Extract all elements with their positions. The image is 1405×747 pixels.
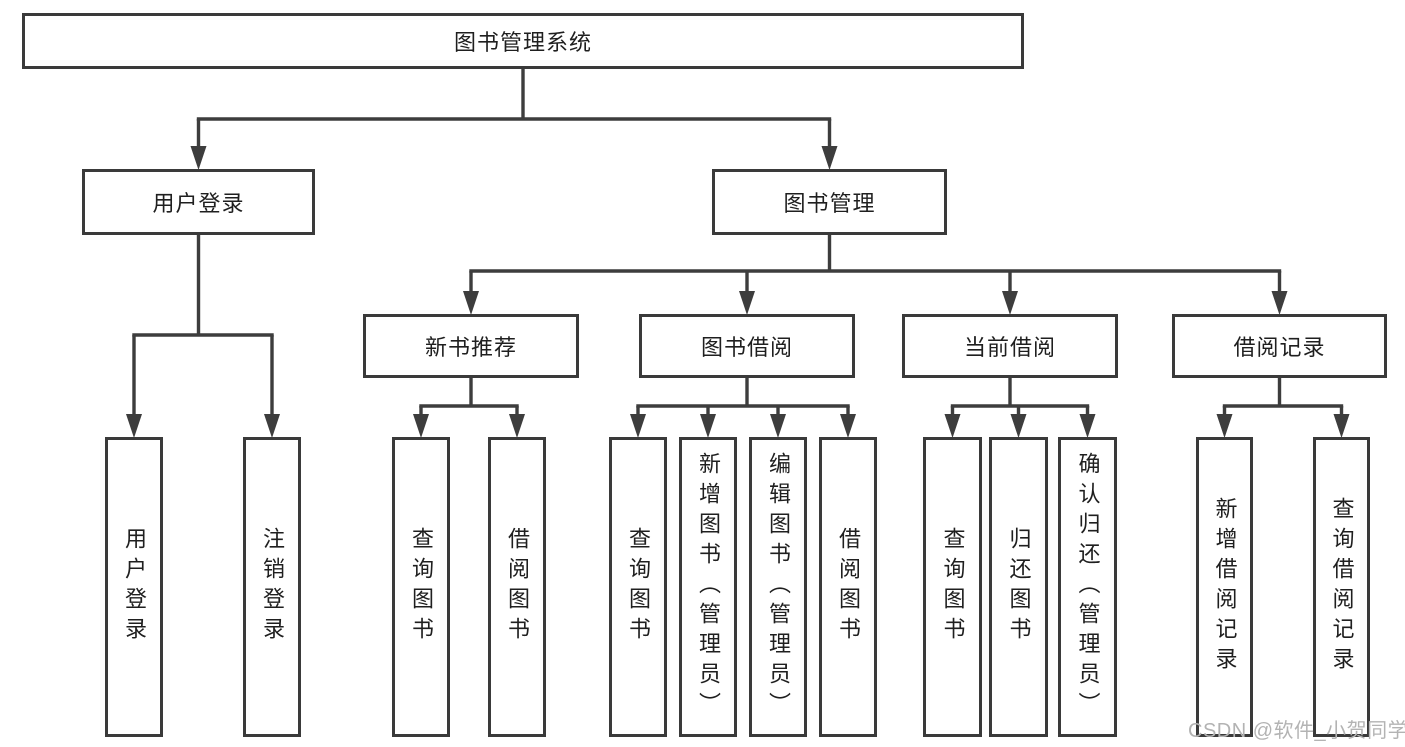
arrowhead-icon [126, 414, 142, 438]
arrowhead-icon [770, 414, 786, 438]
arrowhead-icon [1333, 414, 1350, 438]
arrowhead-icon [840, 414, 856, 438]
arrowhead-icon [264, 414, 280, 438]
arrowhead-icon [1010, 414, 1027, 438]
arrowhead-icon [509, 414, 525, 438]
arrowhead-icon [944, 414, 961, 438]
csdn-watermark: CSDN @软件_小贺同学 [1188, 720, 1405, 742]
arrowhead-icon [463, 291, 479, 315]
arrowhead-icon [1002, 291, 1018, 315]
arrowhead-icon [700, 414, 716, 438]
arrowhead-icon [1271, 291, 1288, 315]
arrowhead-icon [630, 414, 646, 438]
arrowhead-icon [739, 291, 755, 315]
arrowhead-icon [821, 146, 838, 170]
arrowhead-icon [1079, 414, 1096, 438]
arrowhead-icon [1216, 414, 1233, 438]
arrowhead-icon [190, 146, 207, 170]
arrowhead-icon [413, 414, 429, 438]
